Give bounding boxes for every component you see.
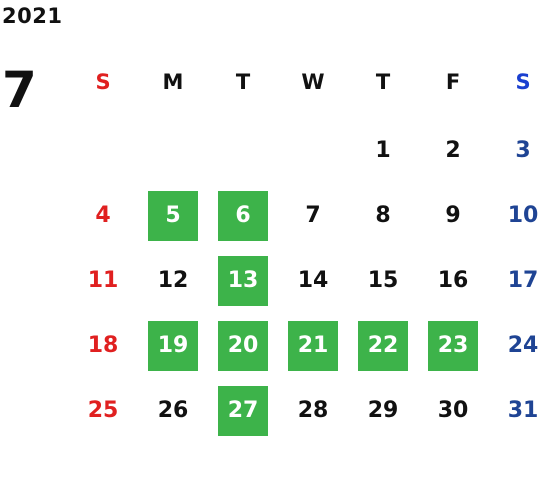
- calendar-day-highlighted[interactable]: 23: [418, 313, 488, 378]
- weekday-label: T: [375, 70, 391, 94]
- day-number: 9: [445, 203, 461, 228]
- day-number: 5: [148, 191, 198, 241]
- day-number: 31: [507, 398, 539, 423]
- day-number: 23: [428, 321, 478, 371]
- day-number: 24: [507, 333, 539, 358]
- calendar-day[interactable]: 15: [348, 248, 418, 313]
- calendar-day[interactable]: 4: [68, 183, 138, 248]
- day-number: 16: [437, 268, 469, 293]
- weekday-label: S: [515, 70, 531, 94]
- day-number: 17: [507, 268, 539, 293]
- calendar-day[interactable]: 16: [418, 248, 488, 313]
- calendar-day-highlighted[interactable]: 13: [208, 248, 278, 313]
- day-number: 25: [87, 398, 119, 423]
- day-number: 6: [218, 191, 268, 241]
- calendar-day[interactable]: 8: [348, 183, 418, 248]
- calendar-day[interactable]: 11: [68, 248, 138, 313]
- calendar-day-highlighted[interactable]: 19: [138, 313, 208, 378]
- calendar-day[interactable]: 30: [418, 378, 488, 443]
- day-number: 22: [358, 321, 408, 371]
- day-number: 11: [87, 268, 119, 293]
- day-number: 28: [297, 398, 329, 423]
- day-number: 15: [367, 268, 399, 293]
- calendar-day[interactable]: 25: [68, 378, 138, 443]
- calendar-day[interactable]: 14: [278, 248, 348, 313]
- calendar-year: 2021: [2, 4, 63, 28]
- day-number: 2: [445, 138, 461, 163]
- weekday-label: W: [301, 70, 325, 94]
- calendar-day-highlighted[interactable]: 20: [208, 313, 278, 378]
- weekday-label: F: [445, 70, 461, 94]
- day-number: 3: [515, 138, 531, 163]
- calendar-day-highlighted[interactable]: 27: [208, 378, 278, 443]
- calendar-day[interactable]: 12: [138, 248, 208, 313]
- day-number: 18: [87, 333, 119, 358]
- weekday-label: T: [235, 70, 251, 94]
- day-number: 8: [375, 203, 391, 228]
- calendar-day-highlighted[interactable]: 6: [208, 183, 278, 248]
- calendar-day[interactable]: 2: [418, 118, 488, 183]
- day-number: 29: [367, 398, 399, 423]
- calendar-day[interactable]: 18: [68, 313, 138, 378]
- calendar-day[interactable]: 9: [418, 183, 488, 248]
- calendar-day-highlighted[interactable]: 21: [278, 313, 348, 378]
- calendar-month: 7: [2, 61, 37, 119]
- weekday-label: S: [95, 70, 111, 94]
- calendar-day[interactable]: 1: [348, 118, 418, 183]
- day-number: 26: [157, 398, 189, 423]
- day-number: 4: [95, 203, 111, 228]
- day-number: 12: [157, 268, 189, 293]
- calendar-day[interactable]: 3: [488, 118, 548, 183]
- day-number: 19: [148, 321, 198, 371]
- calendar-day-highlighted[interactable]: 5: [138, 183, 208, 248]
- day-number: 27: [218, 386, 268, 436]
- calendar-day[interactable]: 10: [488, 183, 548, 248]
- day-number: 13: [218, 256, 268, 306]
- calendar-day[interactable]: 26: [138, 378, 208, 443]
- calendar-day-highlighted[interactable]: 22: [348, 313, 418, 378]
- weekday-label: M: [162, 70, 184, 94]
- calendar-day[interactable]: 31: [488, 378, 548, 443]
- day-number: 20: [218, 321, 268, 371]
- day-number: 1: [375, 138, 391, 163]
- day-number: 10: [507, 203, 539, 228]
- day-number: 30: [437, 398, 469, 423]
- calendar-day[interactable]: 29: [348, 378, 418, 443]
- day-number: 14: [297, 268, 329, 293]
- calendar-day[interactable]: 7: [278, 183, 348, 248]
- calendar-day[interactable]: 24: [488, 313, 548, 378]
- calendar-day[interactable]: 28: [278, 378, 348, 443]
- day-number: 7: [305, 203, 321, 228]
- day-number: 21: [288, 321, 338, 371]
- calendar-day[interactable]: 17: [488, 248, 548, 313]
